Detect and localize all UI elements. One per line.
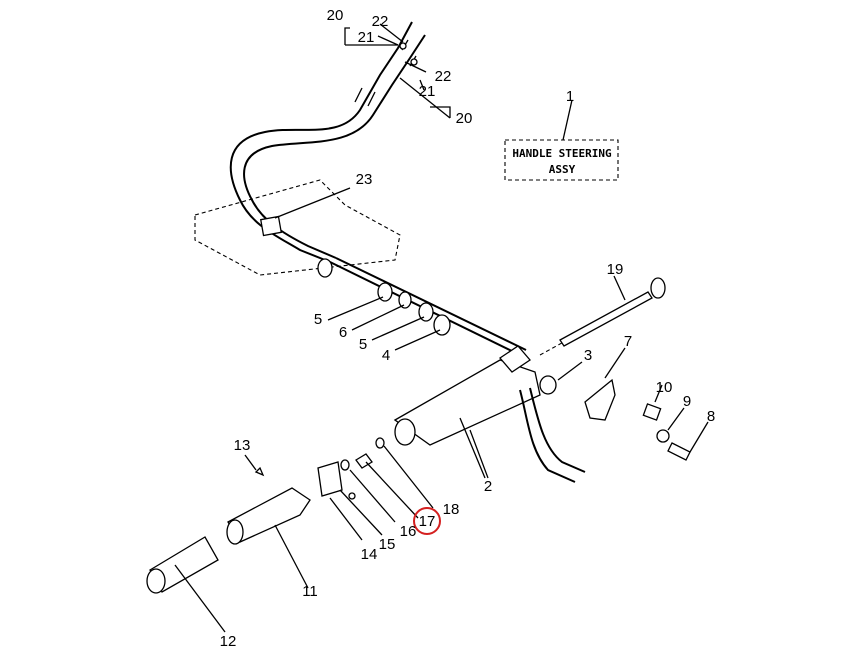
label-6: 6 <box>339 324 347 341</box>
label-11: 11 <box>302 583 318 600</box>
label-21a: 21 <box>358 29 375 46</box>
label-5b: 5 <box>359 336 367 353</box>
label-19: 19 <box>607 261 624 278</box>
bolt-19 <box>539 275 666 356</box>
label-17: 17 <box>419 513 436 530</box>
throttle-cables <box>229 21 426 263</box>
title-line-1: HANDLE STEERING <box>512 147 612 160</box>
label-12: 12 <box>220 633 237 650</box>
label-21b: 21 <box>419 83 436 100</box>
label-2: 2 <box>484 478 492 495</box>
washer-3 <box>539 361 583 395</box>
washers-set <box>317 258 451 351</box>
label-5a: 5 <box>314 311 322 328</box>
handle-steering-assy-box: HANDLE STEERING ASSY <box>504 99 619 181</box>
label-16: 16 <box>400 523 417 540</box>
label-14: 14 <box>361 546 378 563</box>
title-line-2: ASSY <box>549 163 576 176</box>
label-20b: 20 <box>456 110 473 127</box>
label-8: 8 <box>707 408 715 425</box>
label-10: 10 <box>656 379 673 396</box>
plate-7 <box>584 347 626 421</box>
grip-components <box>244 437 434 541</box>
label-23: 23 <box>356 171 373 188</box>
highlight-circle <box>413 507 441 535</box>
part-labels: 1 2 3 4 5 5 6 7 8 9 10 11 12 13 14 15 16… <box>220 7 716 650</box>
label-13: 13 <box>234 437 251 454</box>
throttle-grip-11 <box>226 487 311 589</box>
label-1: 1 <box>566 88 574 105</box>
label-22b: 22 <box>435 68 452 85</box>
label-4: 4 <box>382 347 390 364</box>
label-15: 15 <box>379 536 396 553</box>
engine-top-outline <box>194 179 401 276</box>
steering-handle-bar <box>329 257 586 483</box>
bolts-8-9-10 <box>642 384 709 461</box>
rubber-grip-12 <box>146 536 226 633</box>
label-7: 7 <box>624 333 632 350</box>
label-22a: 22 <box>372 13 389 30</box>
leader-2 <box>459 417 486 479</box>
label-9: 9 <box>683 393 691 410</box>
label-3: 3 <box>584 347 592 364</box>
callout-brackets-top <box>344 23 451 119</box>
label-20a: 20 <box>327 7 344 24</box>
label-18: 18 <box>443 501 460 518</box>
